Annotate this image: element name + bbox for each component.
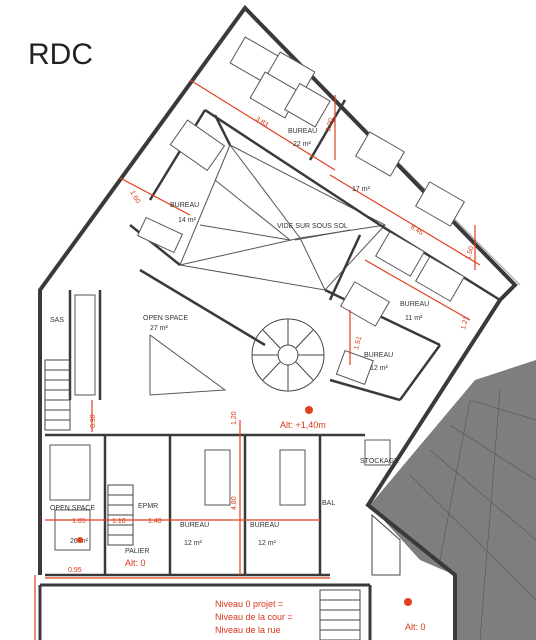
room-bureau-top: BUREAU	[288, 128, 317, 135]
room-bureau-12b: BUREAU	[250, 522, 279, 529]
dim-label: 8.45	[409, 224, 424, 237]
room-bureau-11-area: 11 m²	[405, 315, 423, 322]
alt-right: Alt: 0	[405, 622, 426, 632]
room-bureau-12r: BUREAU	[364, 352, 393, 359]
room-sas: SAS	[50, 317, 64, 324]
level-marker	[404, 598, 412, 606]
void-area	[179, 144, 386, 291]
room-bureau-11: BUREAU	[400, 301, 429, 308]
level-annotations: Alt: 0 Alt: +1,40m Alt: 0 Niveau 0 proje…	[125, 420, 426, 635]
room-bureau-left-area: 14 m²	[178, 217, 197, 224]
open-space-table	[149, 334, 227, 396]
terrace-pattern	[409, 389, 536, 640]
spiral-staircase	[251, 318, 325, 392]
page-title: RDC	[28, 38, 93, 71]
dim-label: 1.60	[128, 190, 141, 205]
dim-label: 3.00	[325, 117, 335, 132]
dim-label: 0.95	[68, 567, 82, 574]
dim-label: 6.90	[90, 414, 97, 428]
alt-main: Alt: +1,40m	[280, 420, 326, 430]
dim-label: 1.40	[148, 518, 162, 525]
niveau-line-3: Niveau de la rue	[215, 625, 281, 635]
room-bureau-12b-area: 12 m²	[258, 540, 277, 547]
dimension-labels: 3.83 3.00 1.60 8.45 1.50 1.21 1.51 6.90 …	[68, 116, 475, 574]
room-open-space-area: 27 m²	[150, 325, 169, 332]
room-bureau-12a-area: 12 m²	[184, 540, 203, 547]
room-bureau-right-area: 17 m²	[352, 186, 371, 193]
terrace-area	[370, 360, 536, 640]
room-bureau-12r-area: 12 m²	[370, 365, 389, 372]
lower-walls	[38, 583, 372, 640]
dim-label: 1.50	[465, 245, 475, 260]
niveau-line-2: Niveau de la cour =	[215, 612, 293, 622]
palier-alt: Alt: 0	[125, 558, 146, 568]
interior-walls	[45, 99, 501, 577]
dim-label: 1.20	[231, 411, 238, 425]
level-markers	[77, 406, 412, 606]
level-marker	[77, 537, 83, 543]
niveau-line-1: Niveau 0 projet =	[215, 599, 283, 609]
dim-label: 3.83	[254, 116, 269, 129]
desks	[49, 36, 466, 551]
room-bureau-top-area: 22 m²	[293, 141, 312, 148]
room-open-space: OPEN SPACE	[143, 315, 188, 322]
level-marker	[305, 406, 313, 414]
dimension-lines	[34, 79, 481, 640]
room-palier: PALIER	[125, 548, 149, 555]
dim-label: 1.21	[460, 315, 470, 330]
room-open-space-low: OPEN SPACE	[50, 505, 95, 512]
stairs	[44, 359, 401, 640]
dim-label: 1.05	[72, 518, 86, 525]
dim-label: 4.80	[231, 496, 238, 510]
room-bureau-12a: BUREAU	[180, 522, 209, 529]
room-stockage: STOCKAGE	[360, 458, 399, 465]
dim-label: 1.51	[353, 335, 363, 350]
room-bureau-left: BUREAU	[170, 202, 199, 209]
room-bal: BAL	[322, 500, 335, 507]
room-vide: VIDE SUR SOUS SOL	[277, 223, 348, 230]
exterior-walls	[38, 4, 518, 640]
dim-label: 1.10	[112, 518, 126, 525]
room-epmr: EPMR	[138, 503, 158, 510]
